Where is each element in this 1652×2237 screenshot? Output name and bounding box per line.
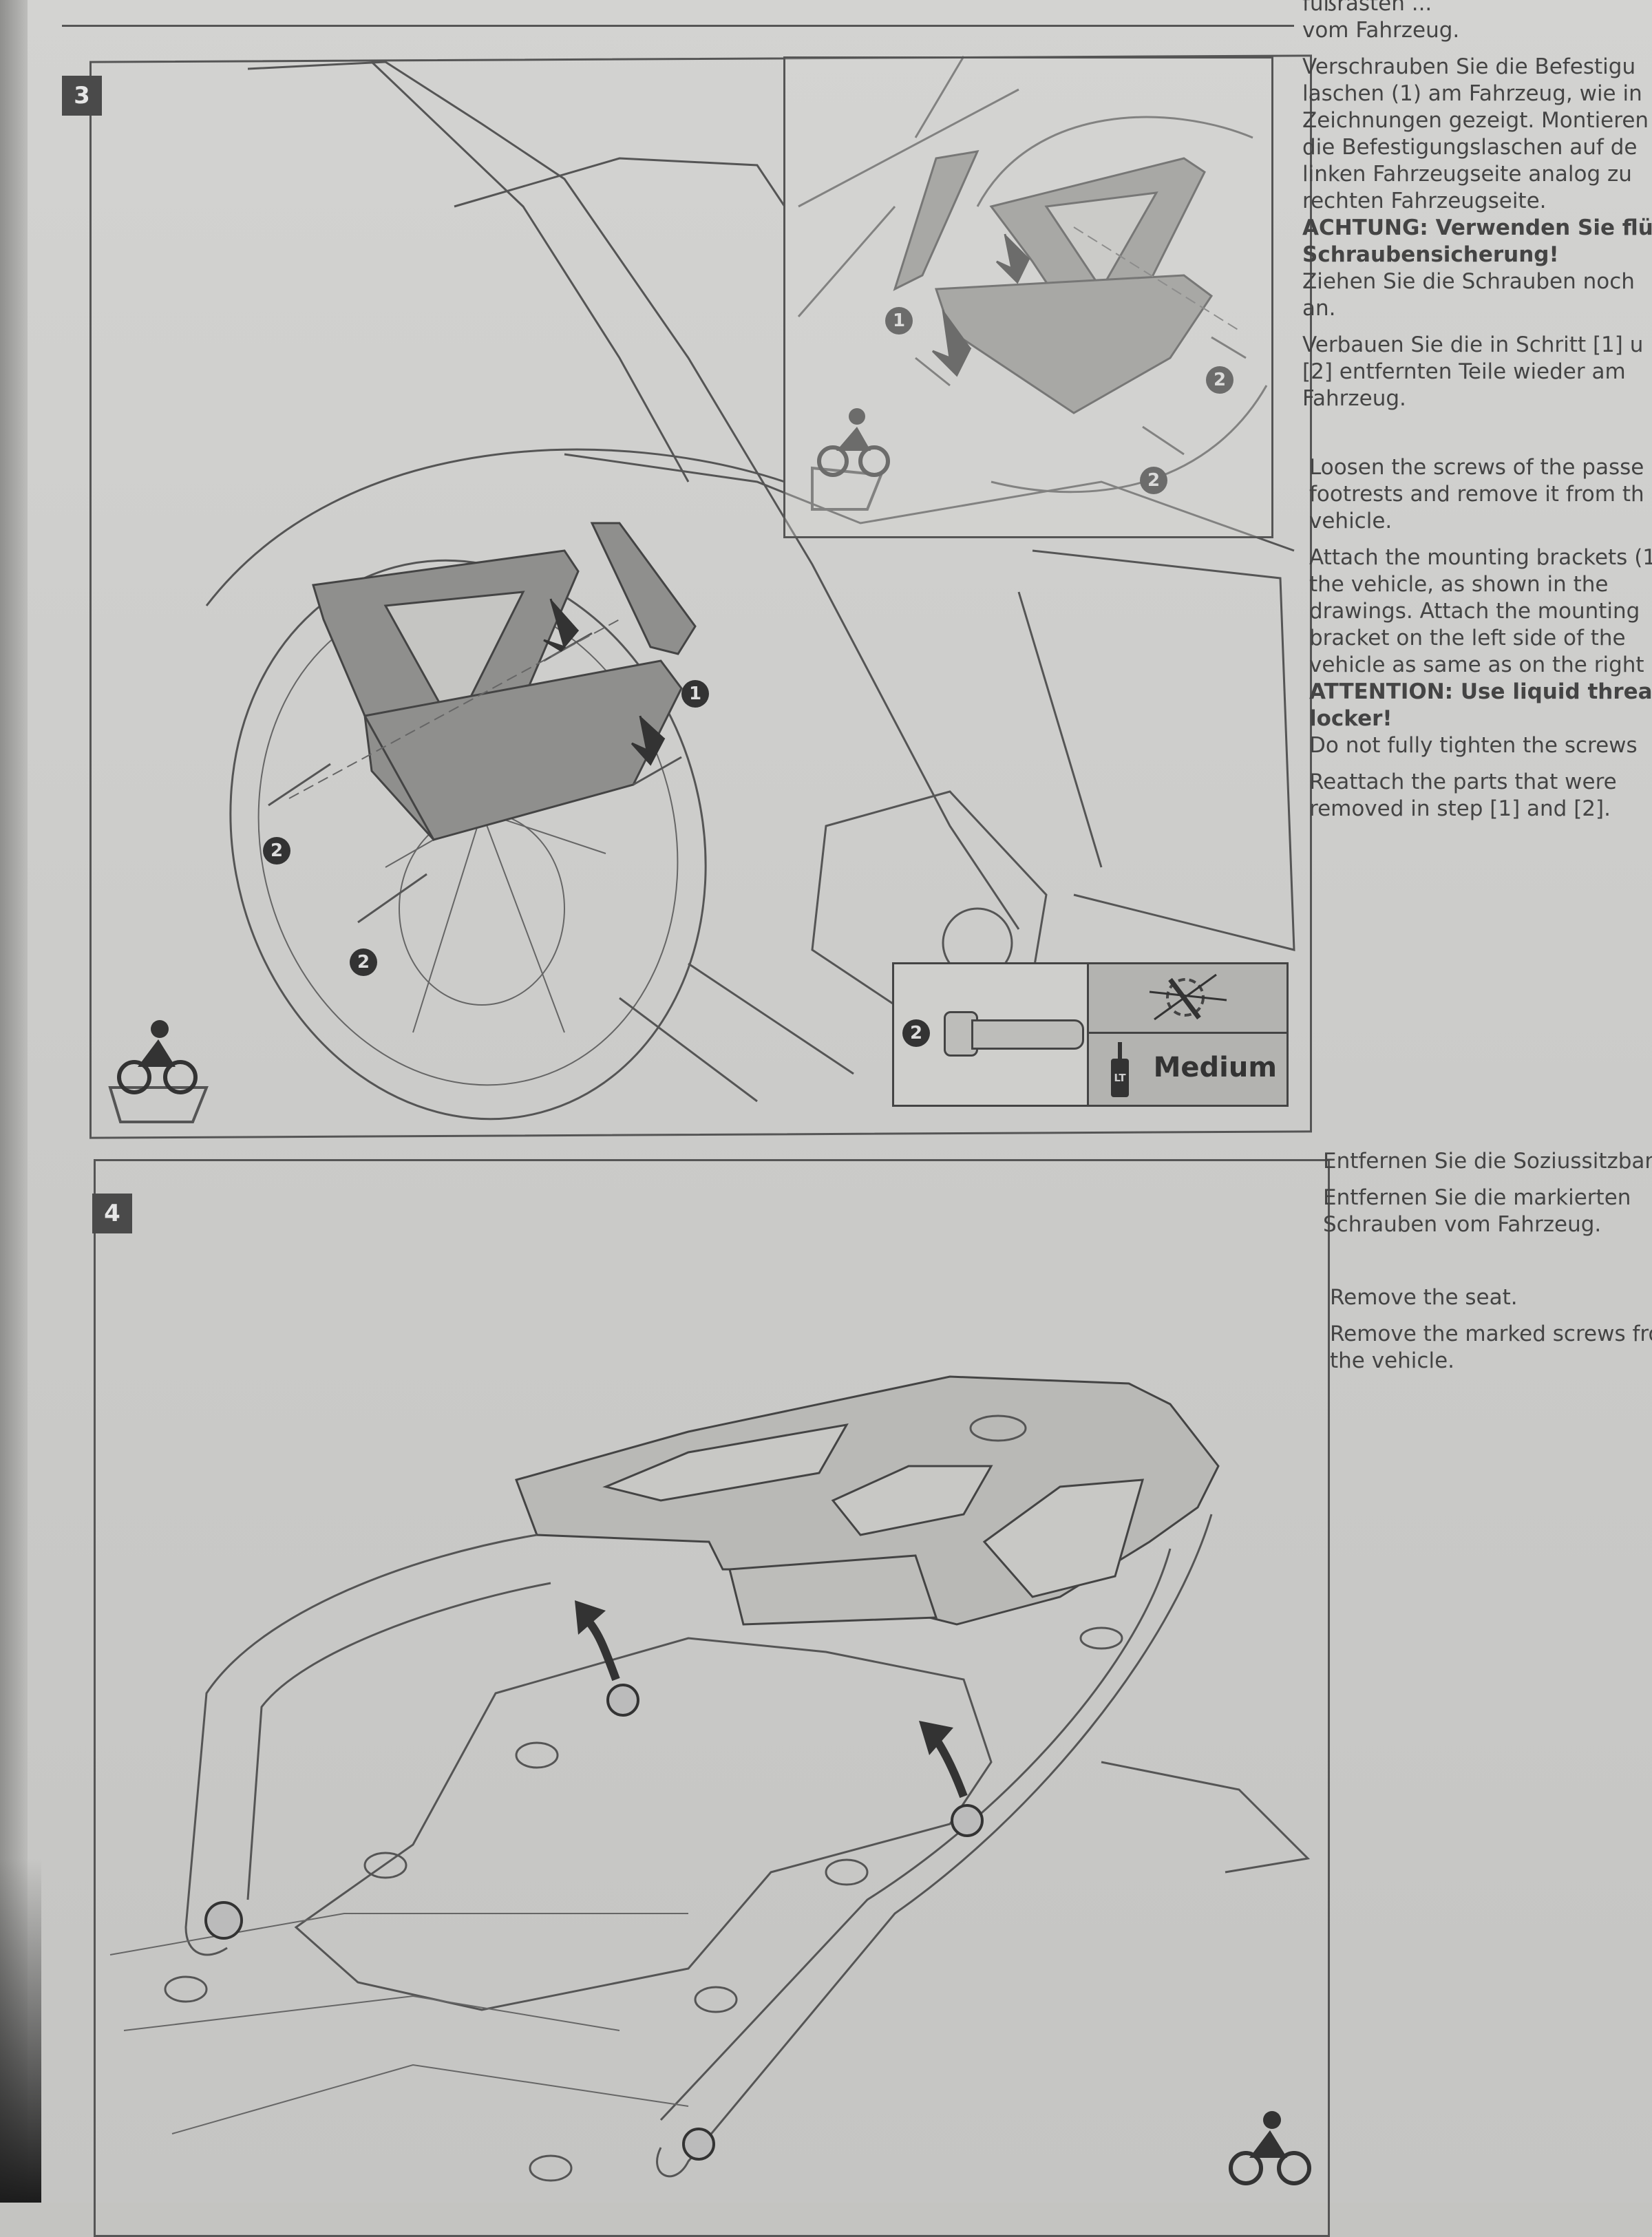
motorcycle-rider-icon [811,408,890,511]
text-line: removed in step [1] and [2]. [1309,796,1611,821]
warning-line: ACHTUNG: Verwenden Sie flüs [1302,215,1652,240]
shadow [0,1858,41,2203]
callout-screw: 2 [902,1019,930,1047]
text-line: Zeichnungen gezeigt. Montieren [1302,108,1649,133]
screw-shaft [971,1019,1084,1050]
callout-screw: 2 [1206,366,1233,394]
removal-arrow-icon [919,1721,968,1799]
text-line: Ziehen Sie die Schrauben noch [1302,269,1635,294]
text-line: Entfernen Sie die Soziussitzban [1323,1149,1652,1174]
detail-inset [783,56,1273,538]
text-line: Remove the marked screws fro [1330,1322,1652,1346]
thread-locker-bottle-icon: LT [1111,1059,1129,1097]
text-line: Verbauen Sie die in Schritt [1] u [1302,332,1644,357]
callout-bracket: 1 [681,680,709,708]
divider [62,25,1294,27]
text-line: Remove the seat. [1330,1285,1518,1310]
text-line: laschen (1) am Fahrzeug, wie in [1302,81,1642,106]
step-4-text-en: Remove the seat. Remove the marked screws… [1330,1284,1652,1375]
text-line: the vehicle, as shown in the [1309,572,1609,597]
thread-locker-strength: Medium [1153,1052,1277,1083]
text-line: vom Fahrzeug. [1302,18,1460,43]
text-line: Reattach the parts that were [1309,770,1617,794]
text-line: Verschrauben Sie die Befestigu [1302,54,1636,79]
no-torque-wrench-icon [1089,964,1286,1034]
text-line: an. [1302,296,1336,321]
text-line: footrests and remove it from th [1309,482,1644,507]
warning-line: Schraubensicherung! [1302,242,1559,267]
callout-screw: 2 [263,837,290,865]
warning-line: locker! [1309,706,1392,731]
motorcycle-rider-icon [1229,2111,1311,2185]
text-line: vehicle as same as on the right [1309,653,1644,677]
callout-screw: 2 [350,948,377,976]
text-line: Do not fully tighten the screws [1309,733,1638,758]
step-number-3: 3 [62,76,102,116]
text-line: Fahrzeug. [1302,386,1406,411]
callout-screw: 2 [1140,467,1167,494]
text-line: linken Fahrzeugseite analog zu [1302,162,1632,187]
screw-illustration: 2 [894,964,1089,1105]
motorcycle-rider-icon [108,1020,209,1123]
text-line: drawings. Attach the mounting [1309,599,1640,624]
callout-bracket: 1 [885,307,913,335]
instruction-sheet [28,0,1652,2203]
text-line: Attach the mounting brackets (1 [1309,545,1652,570]
text-line: [2] entfernten Teile wieder am [1302,359,1626,384]
warning-line: ATTENTION: Use liquid thread [1309,679,1652,704]
text-line: Entfernen Sie die markierten [1323,1185,1631,1210]
text-line: bracket on the left side of the [1309,626,1626,650]
text-line: the vehicle. [1330,1348,1454,1373]
thread-locker-box: 2 LT Medium [892,962,1289,1107]
text-line: Schrauben vom Fahrzeug. [1323,1212,1602,1237]
bottle-nozzle [1118,1042,1122,1059]
removal-arrow-icon [575,1600,620,1682]
step-number-4: 4 [92,1194,132,1233]
text-line: vehicle. [1309,509,1392,533]
thread-locker-row: LT Medium [1089,1034,1286,1105]
text-line: rechten Fahrzeugseite. [1302,189,1547,213]
text-line: Loosen the screws of the passe [1309,455,1644,480]
step-3-text-de: fußrasten ... vom Fahrzeug. Verschrauben S… [1302,0,1652,412]
page-edge [0,0,28,2203]
text-line: die Befestigungslaschen auf de [1302,135,1638,160]
text-line: fußrasten ... [1302,0,1432,16]
